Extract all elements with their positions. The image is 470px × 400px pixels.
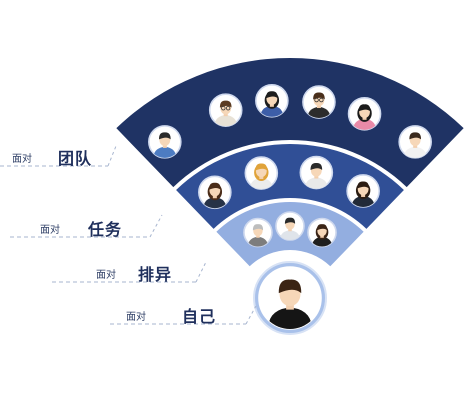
label-prefix: 面对 xyxy=(12,152,32,165)
man-in-blue-avatar xyxy=(148,125,182,159)
man-with-glasses-avatar xyxy=(208,93,243,127)
woman-dark-hair-avatar xyxy=(255,83,289,118)
man-white-shirt-avatar xyxy=(398,125,432,159)
label-obstacle: 面对 排异 xyxy=(52,261,207,284)
label-prefix: 面对 xyxy=(40,223,60,236)
leader-line-slant xyxy=(195,261,207,283)
leader-line-slant xyxy=(107,145,117,167)
label-self: 面对 自己 xyxy=(110,305,257,326)
man-glasses-bowtie-avatar xyxy=(302,85,336,119)
label-main-task: 任务 xyxy=(87,220,122,239)
woman-pink-top-avatar xyxy=(347,97,382,131)
label-main-team: 团队 xyxy=(58,149,92,168)
woman-blonde-avatar xyxy=(244,156,279,190)
label-main-self: 自己 xyxy=(182,307,216,326)
woman-black-top-avatar xyxy=(307,217,337,248)
self-avatar xyxy=(258,266,322,330)
label-prefix: 面对 xyxy=(96,268,116,281)
leader-line-slant xyxy=(149,214,163,238)
woman-dark-blazer-avatar xyxy=(198,175,232,210)
man-black-jacket-avatar xyxy=(258,266,322,330)
avatars xyxy=(148,83,432,248)
label-team: 面对 团队 xyxy=(0,145,117,168)
man-in-suit-avatar xyxy=(299,155,334,190)
task-band xyxy=(176,144,404,229)
label-task: 面对 任务 xyxy=(10,214,163,239)
leader-line-slant xyxy=(245,305,257,325)
woman-ponytail-avatar xyxy=(346,174,380,208)
team-band xyxy=(116,58,464,188)
older-man-grey-hair-avatar xyxy=(243,217,273,248)
label-main-obstacle: 排异 xyxy=(138,265,172,284)
label-prefix: 面对 xyxy=(126,310,146,323)
man-with-tie-avatar xyxy=(275,211,305,241)
